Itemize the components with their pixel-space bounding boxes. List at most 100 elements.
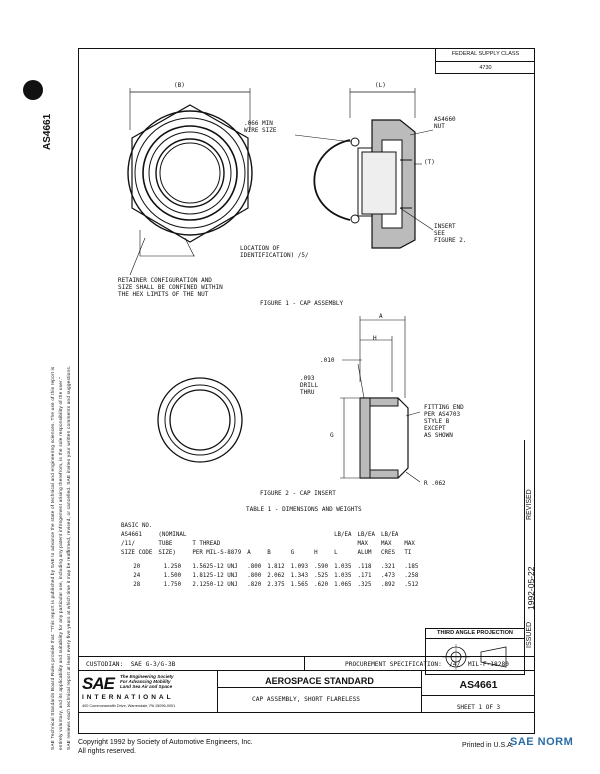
fig2-caption: FIGURE 2 - CAP INSERT <box>260 490 336 497</box>
table-cell: 1.750 <box>163 582 182 588</box>
side-legal-text-3: SAE reviews each technical report at lea… <box>66 365 71 750</box>
title-block-bottom-line <box>78 712 535 713</box>
table-header-cell: TUBE <box>158 541 173 547</box>
fig1-location: LOCATION OF IDENTIFICATION) /5/ <box>240 245 309 259</box>
table-header-cell <box>264 520 287 529</box>
table-cell: .620 <box>314 582 329 588</box>
table-header-cell <box>155 520 189 529</box>
table-cell: .512 <box>404 582 419 588</box>
revision-issued: ISSUED <box>526 621 533 648</box>
side-doc-number: AS4661 <box>42 113 53 150</box>
table-cell: 1.500 <box>163 573 182 579</box>
table-header-cell: G <box>290 550 295 556</box>
title-cell: CAP ASSEMBLY, SHORT FLARELESS <box>218 688 422 712</box>
table-header-cell <box>401 520 421 529</box>
table-cell: 2.1250-12 UNJ <box>192 582 238 588</box>
fig2-dim-g: G <box>330 432 334 439</box>
table-cell: 28 <box>133 582 141 588</box>
table-header-cell: CRES <box>380 550 395 556</box>
rights: All rights reserved. <box>78 748 136 755</box>
table-header-cell <box>378 520 401 529</box>
table-header-cell: BASIC NO. <box>121 523 153 529</box>
fig1-insert: INSERT SEE FIGURE 2. <box>434 223 467 244</box>
title-block: CUSTODIAN: SAE G-3/G-3B PROCUREMENT SPEC… <box>78 656 535 734</box>
table-cell: .820 <box>247 582 262 588</box>
table-header-cell: LB/EA <box>334 532 352 538</box>
table-cell: 1.093 <box>290 564 309 570</box>
table-header-cell: AS4661 <box>121 532 142 538</box>
table-title: TABLE 1 - DIMENSIONS AND WEIGHTS <box>246 506 362 513</box>
custodian: CUSTODIAN: SAE G-3/G-3B <box>86 661 176 668</box>
revision-strip <box>524 440 536 656</box>
fig1-caption: FIGURE 1 - CAP ASSEMBLY <box>260 300 344 307</box>
fig1-dim-l: (L) <box>375 82 386 89</box>
table-header-cell: LB/EA <box>380 532 399 538</box>
table-cell: 1.812 <box>267 564 285 570</box>
table-cell: .325 <box>357 582 372 588</box>
table-header-cell <box>288 529 311 538</box>
table-cell: 1.035 <box>334 564 352 570</box>
figure2-drawing <box>157 316 421 483</box>
revision-revised: REVISED <box>526 489 533 520</box>
sheet-cell: SHEET 1 OF 3 <box>422 696 535 712</box>
table-cell: .258 <box>404 573 419 579</box>
table-header-cell <box>288 520 311 529</box>
fig1-dim-b: (B) <box>174 82 185 89</box>
sae-international: INTERNATIONAL <box>82 694 174 701</box>
sae-logo-cell: SAE The Engineering Society For Advancin… <box>78 670 218 712</box>
table-header-cell <box>288 538 311 547</box>
table-header-cell: L <box>334 550 338 556</box>
procurement: PROCUREMENT SPECIFICATION: /4/ MIL-F-182… <box>345 661 509 668</box>
table-header-cell: TI <box>404 550 412 556</box>
table-header-cell <box>311 520 331 529</box>
fig2-dim-a: A <box>379 313 383 320</box>
table-cell: .800 <box>247 573 262 579</box>
revision-date: 1992-05-22 <box>526 566 536 610</box>
aerospace-standard: AEROSPACE STANDARD <box>265 676 374 686</box>
figure1-drawing <box>127 88 434 276</box>
drawing-frame <box>78 48 535 734</box>
table-header-cell: B <box>267 550 271 556</box>
projection-label: THIRD ANGLE PROJECTION <box>426 629 524 639</box>
printed-in: Printed in U.S.A. <box>462 742 514 749</box>
table-header-cell: (NOMINAL <box>158 532 187 538</box>
table-cell: 24 <box>133 573 141 579</box>
projection-symbol <box>442 644 507 670</box>
fig2-drill: .093 DRILL THRU <box>300 375 319 396</box>
table-header-cell: LB/EA <box>357 532 375 538</box>
table-header-cell: SIZE) <box>158 550 176 556</box>
procurement-cell: PROCUREMENT SPECIFICATION: /4/ MIL-F-182… <box>305 656 535 670</box>
fig1-dim-t: (T) <box>424 159 435 166</box>
table-cell: .800 <box>247 564 262 570</box>
table-cell: .171 <box>357 573 372 579</box>
fig2-fitting: FITTING END PER AS4703 STYLE B EXCEPT AS… <box>424 404 464 439</box>
table-cell: .185 <box>404 564 419 570</box>
table-header-cell <box>355 520 378 529</box>
side-legal-text-2: entirely voluntary, and its applicabilit… <box>58 377 63 750</box>
doc-number: AS4661 <box>459 679 498 691</box>
standard-cell: AEROSPACE STANDARD <box>218 670 422 688</box>
table-cell: 1.565 <box>290 582 309 588</box>
table-cell: .590 <box>314 564 329 570</box>
table-header-cell <box>331 520 354 529</box>
table-header-cell: MAX <box>404 541 415 547</box>
dimensions-table: BASIC NO. AS4661 (NOMINAL LB/EA LB/EA LB/EA/1… <box>118 520 421 588</box>
sae-address: 400 Commonwealth Drive, Warrendale, PA 1… <box>82 704 176 708</box>
table-header-cell: /11/ <box>121 541 135 547</box>
punch-hole <box>23 80 43 100</box>
docnum-cell: AS4661 <box>422 670 535 696</box>
fig1-wire-size: .066 MIN WIRE SIZE <box>244 120 277 134</box>
fig2-dim-h: H <box>373 335 377 342</box>
table-cell: .118 <box>357 564 372 570</box>
sae-society: The Engineering Society For Advancing Mo… <box>120 674 174 689</box>
table-cell: 20 <box>133 564 141 570</box>
doc-title: CAP ASSEMBLY, SHORT FLARELESS <box>252 696 361 703</box>
custodian-cell: CUSTODIAN: SAE G-3/G-3B <box>78 656 305 670</box>
table-cell: .525 <box>314 573 329 579</box>
fig2-dim-010: .010 <box>320 357 335 364</box>
copyright: Copyright 1992 by Society of Automotive … <box>78 739 253 746</box>
federal-label: FEDERAL SUPPLY CLASS <box>436 48 535 62</box>
table-header-cell <box>331 538 354 547</box>
